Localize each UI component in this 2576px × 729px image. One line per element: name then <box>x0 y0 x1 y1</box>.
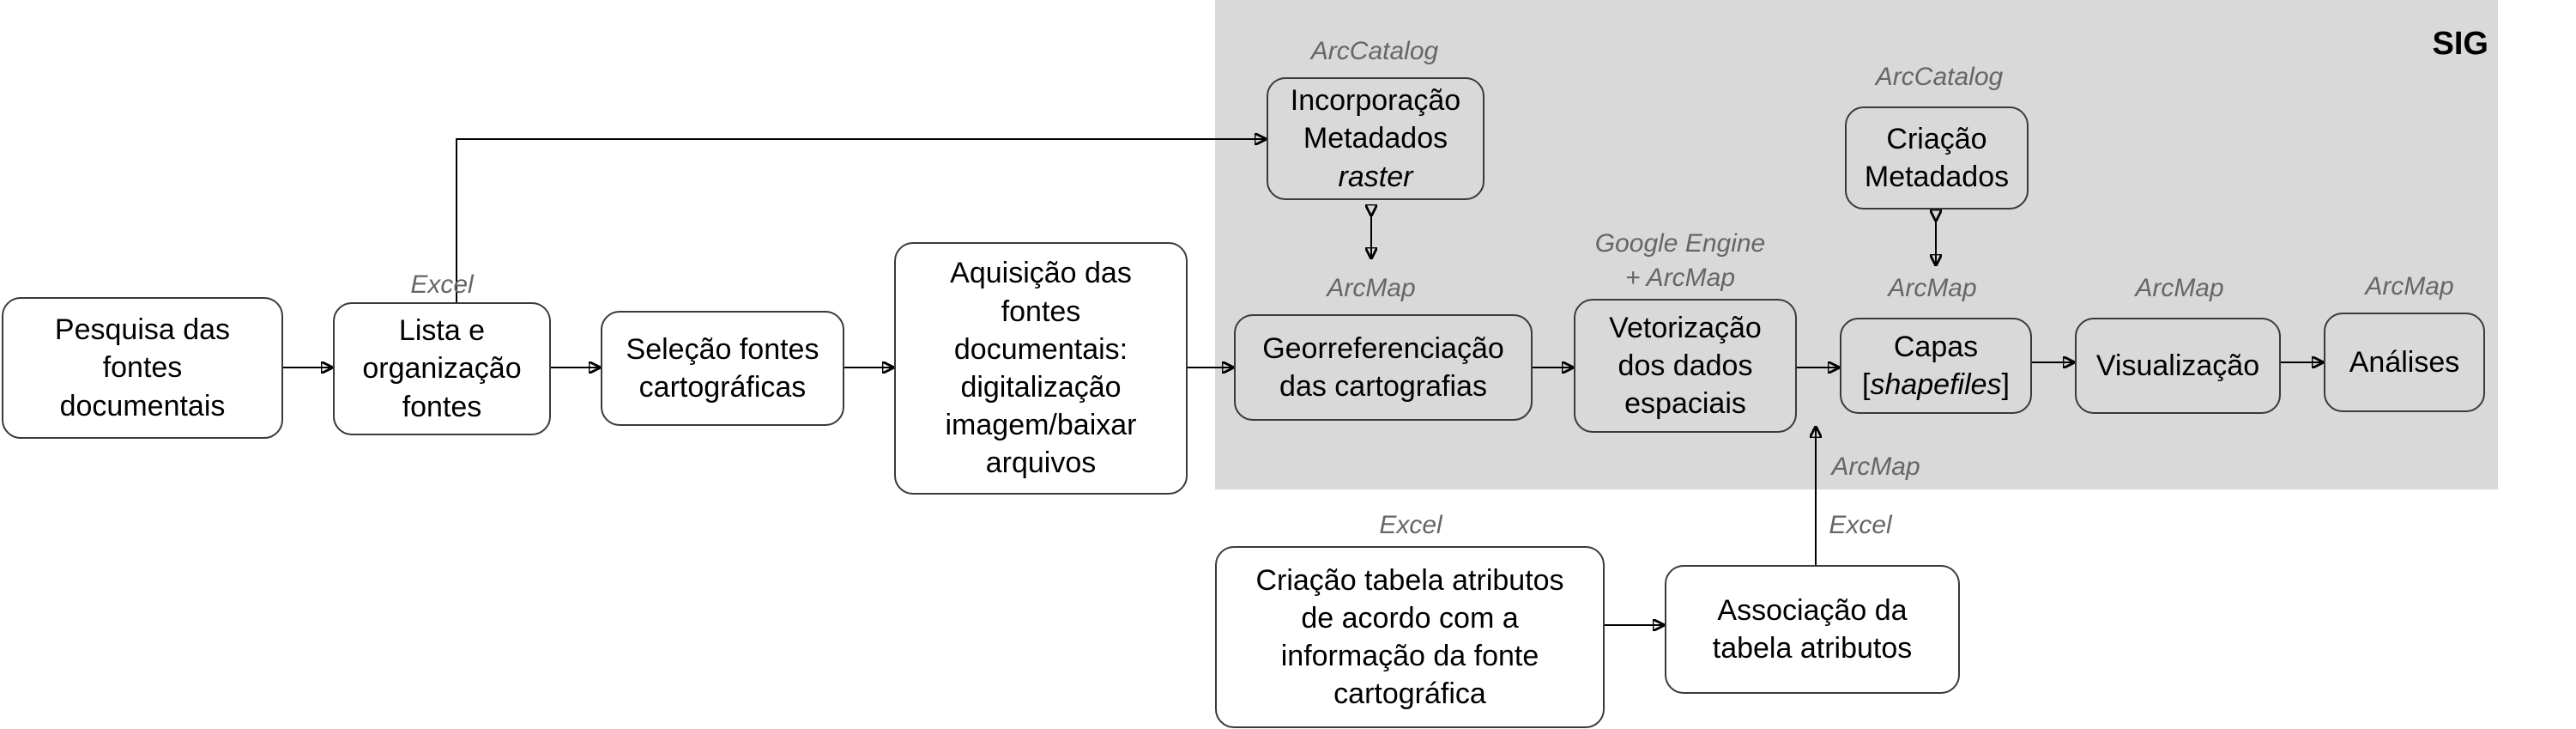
node-associacao: Associação da tabela atributos <box>1665 565 1960 694</box>
node-georef: Georreferenciação das cartografias <box>1234 314 1533 421</box>
tool-label-criacao-metadados: ArcCatalog <box>1875 63 2004 91</box>
node-analises: Análises <box>2324 313 2485 412</box>
node-selecao: Seleção fontes cartográficas <box>601 311 844 426</box>
tool-label-criacao-tabela: Excel <box>1379 511 1442 539</box>
tool-label-analises: ArcMap <box>2365 272 2454 301</box>
node-capas: Capas [shapefiles] <box>1840 318 2032 414</box>
node-pesquisa: Pesquisa das fontes documentais <box>2 297 283 439</box>
node-lista: Lista e organização fontes <box>333 302 551 435</box>
tool-label-incorporacao: ArcCatalog <box>1310 37 1439 65</box>
tool-label-associacao-arcmap: ArcMap <box>1831 453 1920 481</box>
node-visualizacao: Visualização <box>2075 318 2281 414</box>
tool-label-associacao-excel: Excel <box>1829 511 1892 539</box>
node-criacao-tabela: Criação tabela atributos de acordo com a… <box>1215 546 1605 728</box>
node-vetorizacao: Vetorização dos dados espaciais <box>1574 299 1797 433</box>
capas-line2: [shapefiles] <box>1861 368 2010 401</box>
node-aquisicao: Aquisição das fontes documentais: digita… <box>894 242 1188 495</box>
tool-label-vetorizacao-2: + ArcMap <box>1624 264 1736 292</box>
tool-label-vetorizacao-1: Google Engine <box>1594 229 1766 258</box>
tool-label-lista: Excel <box>410 270 474 299</box>
node-incorporacao: Incorporação Metadados raster <box>1267 77 1485 200</box>
tool-label-visualizacao: ArcMap <box>2135 274 2224 302</box>
tool-label-capas: ArcMap <box>1888 274 1977 302</box>
node-criacao-metadados: Criação Metadados <box>1845 106 2029 210</box>
sig-region-label: SIG <box>2432 26 2488 62</box>
tool-label-georef: ArcMap <box>1327 274 1416 302</box>
edge-lista-incorporacao <box>456 139 1267 302</box>
